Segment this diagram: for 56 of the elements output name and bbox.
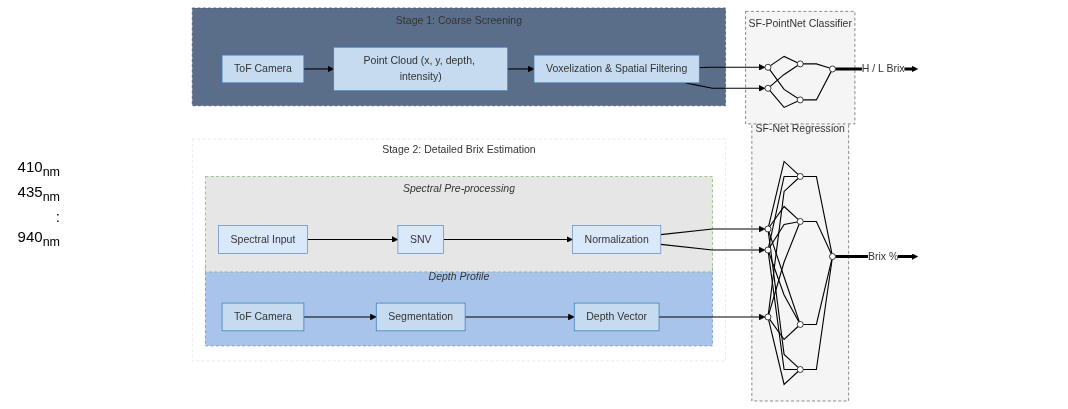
node-box: Depth Vector bbox=[573, 302, 660, 332]
connector bbox=[767, 252, 798, 371]
connector bbox=[768, 319, 799, 386]
node-box: Segmentation bbox=[375, 302, 466, 332]
node-circle bbox=[829, 65, 836, 73]
arrow bbox=[442, 236, 573, 243]
node-circle bbox=[829, 253, 836, 260]
connector bbox=[769, 221, 798, 248]
arrow bbox=[658, 313, 766, 321]
connector bbox=[768, 252, 800, 323]
connector bbox=[769, 64, 799, 87]
arrow bbox=[303, 65, 334, 73]
node-circle bbox=[796, 366, 804, 373]
node-circle bbox=[796, 60, 804, 68]
node-circle bbox=[764, 246, 772, 254]
connector bbox=[802, 220, 832, 255]
edge-label: H / L Brix bbox=[861, 62, 905, 75]
connector bbox=[768, 160, 799, 227]
node-circle bbox=[796, 218, 804, 225]
connector bbox=[768, 223, 800, 315]
node-box: Normalization bbox=[572, 225, 662, 254]
wavelength-label: : bbox=[55, 207, 60, 227]
arrow bbox=[306, 236, 399, 243]
connector bbox=[802, 71, 832, 101]
node-circle bbox=[796, 321, 804, 328]
node-box: ToF Camera bbox=[221, 302, 305, 332]
node-box: SNV bbox=[397, 225, 444, 254]
arrow bbox=[303, 313, 377, 321]
cluster: SF-PointNet Classifier bbox=[745, 11, 856, 125]
node-box: Voxelization & Spatial Filtering bbox=[533, 54, 700, 84]
connector bbox=[802, 63, 831, 69]
arrow bbox=[698, 64, 766, 71]
connector bbox=[769, 69, 799, 99]
node-box: ToF Camera bbox=[221, 54, 305, 84]
connector bbox=[768, 231, 800, 323]
node-circle bbox=[764, 313, 772, 321]
connector bbox=[767, 231, 799, 368]
connector bbox=[802, 175, 833, 255]
edge-label: Brix % bbox=[867, 250, 899, 263]
node-circle bbox=[796, 173, 804, 180]
arrow bbox=[464, 313, 575, 321]
wavelength-label: 410$_{nm}$ bbox=[17, 157, 60, 181]
connector bbox=[768, 175, 798, 248]
node-circle bbox=[764, 84, 772, 92]
connector bbox=[802, 258, 833, 371]
arrow bbox=[660, 225, 766, 236]
node-circle bbox=[764, 225, 772, 233]
arrow bbox=[507, 65, 535, 73]
arrow bbox=[660, 243, 766, 254]
node-circle bbox=[764, 63, 772, 71]
connector bbox=[767, 177, 799, 315]
node-circle bbox=[796, 96, 804, 104]
node-box: Spectral Input bbox=[218, 225, 308, 254]
wavelength-label: 435$_{nm}$ bbox=[17, 182, 60, 206]
wavelength-label: 940$_{nm}$ bbox=[17, 227, 60, 251]
node-box: Point Cloud (x, y, depth, intensity) bbox=[333, 46, 509, 92]
